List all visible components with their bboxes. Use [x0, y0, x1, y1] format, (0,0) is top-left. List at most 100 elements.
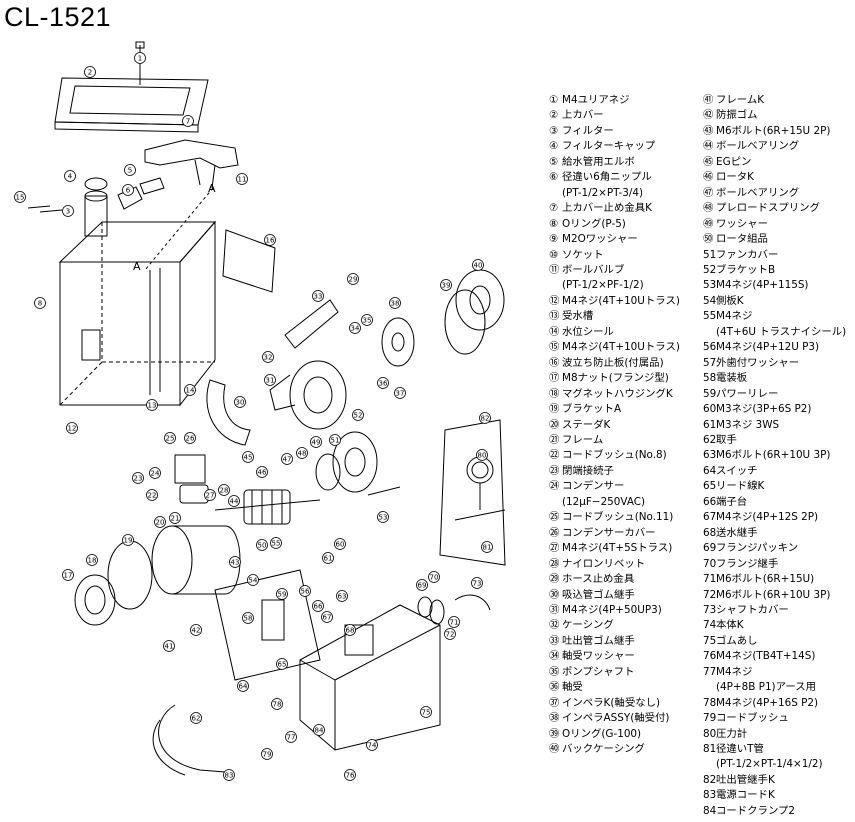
callout-77: 77 [285, 731, 297, 743]
part-number: ㉒ [549, 449, 560, 462]
exploded-view-diagram: 1234567811121314151617181920212223242526… [14, 41, 506, 781]
part-name: M4ネジ(4P+115S) [716, 279, 809, 292]
callout-number: 8 [38, 300, 42, 308]
part-name: パワーリレー [716, 387, 779, 400]
part-name: ワッシャー [716, 217, 768, 230]
callout-number: 50 [258, 542, 267, 550]
water-tank-drawing [58, 220, 217, 407]
callout-39: 39 [440, 279, 452, 291]
part-name: (12μF−250VAC) [562, 495, 646, 508]
motor-frame-drawing [74, 525, 241, 626]
marker-a-tank: A [133, 260, 141, 273]
callout-79: 79 [261, 748, 273, 760]
callout-69: 69 [416, 579, 428, 591]
callout-84: 84 [313, 724, 325, 736]
callout-82: 82 [479, 412, 491, 424]
callout-number: 73 [473, 580, 482, 588]
part-number: 71 [703, 573, 717, 586]
callout-number: 20 [156, 519, 165, 527]
part-number: 63 [703, 449, 717, 462]
part-name: インペラK(軸受なし) [562, 696, 661, 709]
callout-number: 29 [349, 276, 358, 284]
callout-2: 2 [84, 66, 96, 78]
part-number: ㉙ [549, 573, 560, 586]
part-number: ㉓ [549, 464, 560, 477]
part-number: ㊱ [549, 681, 560, 694]
bolt-53-drawing [367, 486, 401, 496]
callout-8: 8 [34, 297, 46, 309]
part-number: ㊽ [703, 202, 714, 215]
callout-74: 74 [366, 739, 378, 751]
part-number: 66 [703, 495, 717, 508]
callout-number: 72 [446, 631, 455, 639]
callout-number: 75 [422, 709, 431, 717]
callout-number: 15 [16, 194, 25, 202]
part-name: インペラASSY(軸受付) [562, 712, 670, 725]
part-number: ㊷ [703, 109, 714, 122]
callout-number: 82 [481, 415, 490, 423]
part-number: ㉔ [549, 480, 560, 493]
part-name: 径違いT管 [716, 743, 764, 756]
part-number: 70 [703, 557, 717, 570]
callout-number: 26 [186, 435, 195, 443]
callout-16: 16 [264, 234, 276, 246]
callout-number: 19 [124, 537, 133, 545]
part-name: ブラケットB [716, 263, 776, 276]
part-name: 受水槽 [562, 310, 594, 323]
part-name: 電装板 [716, 372, 748, 385]
part-number: ⑱ [549, 387, 560, 400]
part-name: M6ボルト(6R+15U 2P) [716, 124, 831, 137]
part-name: 端子台 [716, 495, 748, 508]
callout-number: 1 [138, 55, 142, 63]
callout-80: 80 [476, 449, 488, 461]
callout-number: 47 [283, 456, 292, 464]
part-name: (PT-1/2×PT-3/4) [562, 186, 644, 199]
callout-number: 12 [68, 425, 77, 433]
callout-number: 35 [363, 317, 372, 325]
callout-68: 68 [344, 624, 356, 636]
callout-56: 56 [299, 585, 311, 597]
part-name: 吐出管ゴム継手 [562, 634, 635, 647]
callout-number: 17 [64, 572, 73, 580]
parts-list-item: (PT-1/2×PT-1/4×1/2) [703, 757, 846, 772]
pressure-gauge-drawing [439, 419, 506, 566]
callout-number: 28 [220, 487, 229, 495]
callout-number: 14 [186, 387, 195, 395]
part-name: M4ネジ(TB4T+14S) [716, 650, 816, 663]
callout-72: 72 [444, 628, 456, 640]
callout-46: 46 [256, 466, 268, 478]
part-name: ボールバルブ [562, 263, 625, 276]
parts-list-item: (12μF−250VAC) [549, 495, 680, 510]
part-number: 57 [703, 356, 717, 369]
callout-38: 38 [389, 297, 401, 309]
callout-number: 84 [315, 727, 324, 735]
callout-28: 28 [218, 484, 230, 496]
part-name: コンデンサー [562, 480, 625, 493]
part-number: 55 [703, 310, 717, 323]
callout-42: 42 [190, 624, 202, 636]
callout-15: 15 [14, 191, 26, 203]
callout-number: 65 [278, 661, 287, 669]
callout-29: 29 [347, 273, 359, 285]
part-number: ② [549, 109, 559, 122]
callout-number: 60 [336, 541, 345, 549]
part-number: 73 [703, 603, 717, 616]
